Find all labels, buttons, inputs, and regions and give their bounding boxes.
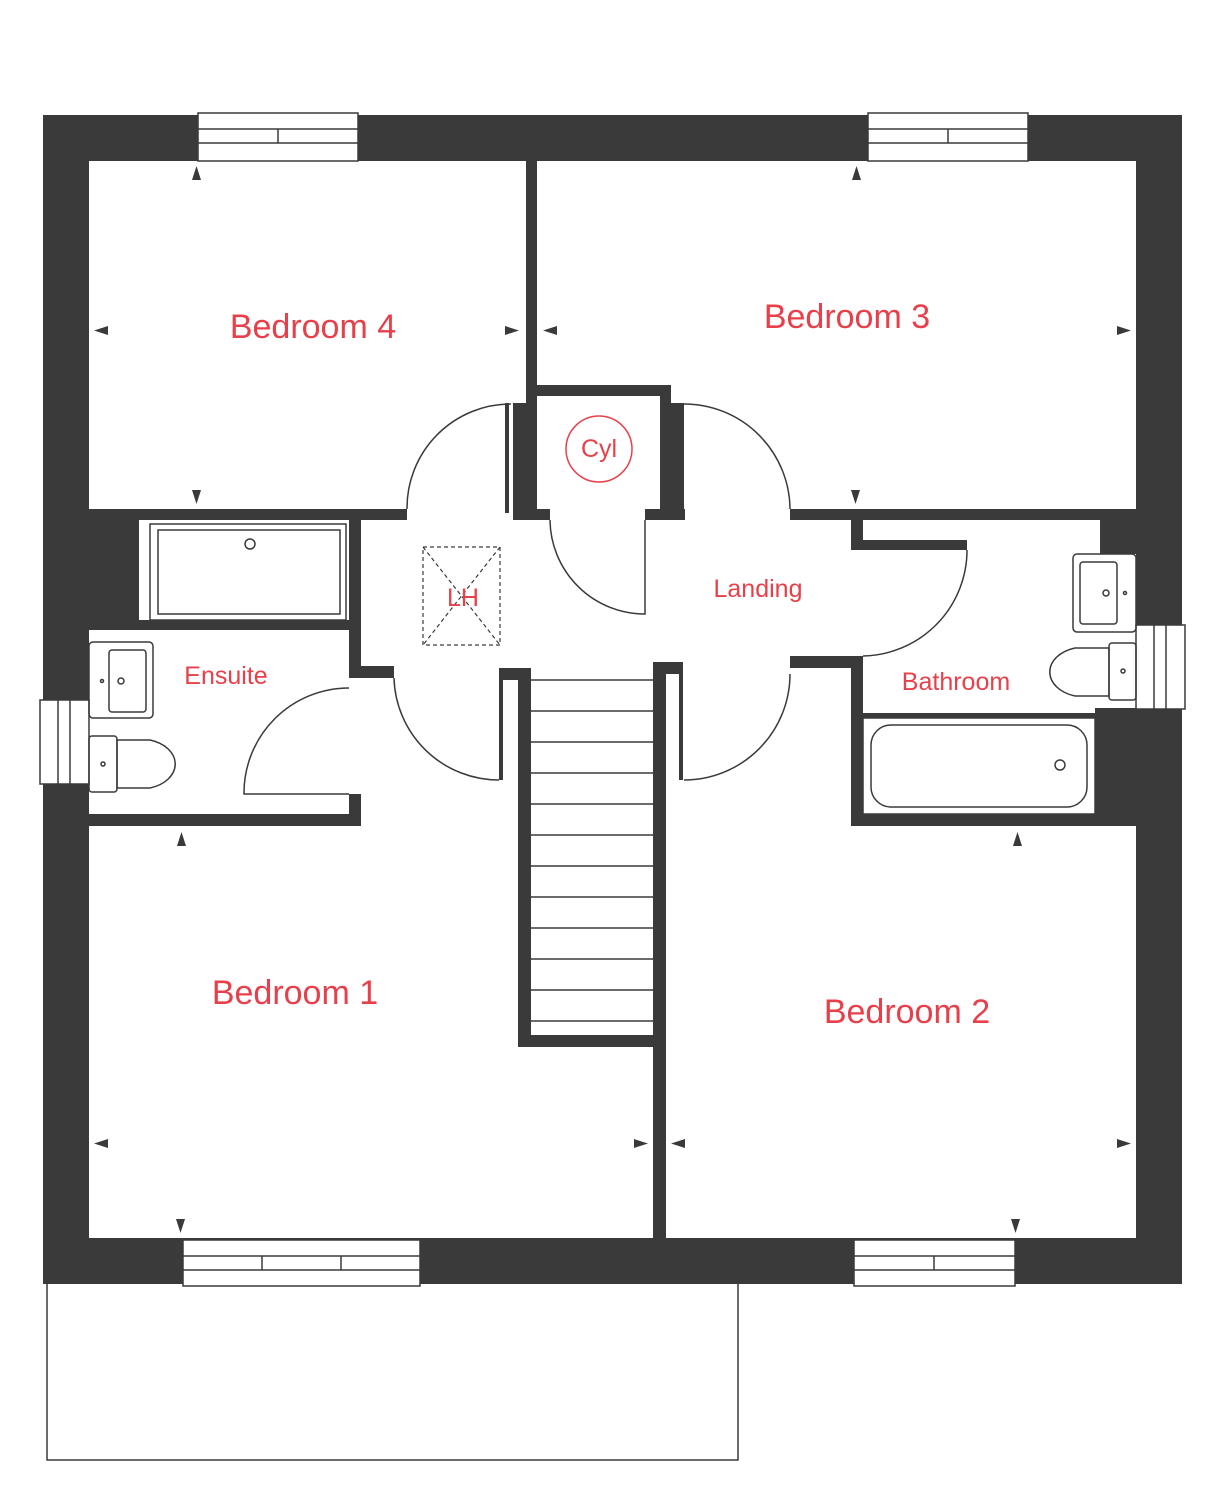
wall-bathroom-right-filler bbox=[1100, 520, 1136, 554]
door-bathroom bbox=[862, 549, 968, 657]
loft-hatch bbox=[422, 546, 501, 646]
arrow-icon bbox=[192, 166, 201, 180]
arrow-icon bbox=[1013, 832, 1022, 846]
bathroom-bath bbox=[862, 717, 1096, 815]
arrow-icon bbox=[1117, 326, 1131, 335]
wall-ensuite-right-low bbox=[349, 666, 394, 678]
arrow-icon bbox=[851, 490, 860, 504]
arrow-icon bbox=[543, 326, 557, 335]
arrow-icon bbox=[852, 166, 861, 180]
wall-stair-right bbox=[653, 662, 666, 1047]
window-bedroom-1 bbox=[182, 1239, 421, 1287]
cylinder-circle bbox=[565, 415, 633, 483]
door-swings bbox=[243, 403, 968, 795]
door-bedroom-4 bbox=[406, 403, 512, 510]
label-bathroom: Bathroom bbox=[902, 668, 1010, 696]
wall-bathroom-right-low bbox=[1095, 708, 1136, 826]
door-bedroom-1 bbox=[393, 677, 500, 781]
window-bathroom bbox=[1135, 624, 1186, 710]
label-loft-hatch: LH bbox=[447, 584, 479, 612]
wall-stair-bottom bbox=[518, 1035, 666, 1047]
window-bedroom-4 bbox=[197, 112, 359, 162]
label-ensuite: Ensuite bbox=[184, 662, 267, 690]
wall-left-filler bbox=[89, 520, 139, 628]
wall-bathroom-landing bbox=[790, 656, 851, 668]
arrow-icon bbox=[671, 1139, 685, 1148]
arrow-icon bbox=[1011, 1219, 1020, 1233]
wall-bed4-bottom-b bbox=[513, 509, 550, 520]
wall-ensuite-divider bbox=[89, 620, 349, 630]
wall-stair-left-top bbox=[499, 668, 531, 680]
label-cylinder: Cyl bbox=[581, 435, 617, 463]
wall-ensuite-bath-right bbox=[349, 520, 361, 667]
wall-cupboard-bottom bbox=[645, 509, 685, 520]
wall-stair-left bbox=[518, 668, 531, 1047]
fixtures bbox=[88, 415, 1137, 815]
door-bedroom-2 bbox=[683, 673, 791, 781]
label-bedroom-2: Bedroom 2 bbox=[824, 993, 990, 1031]
arrow-icon bbox=[176, 1219, 185, 1233]
arrow-icon bbox=[94, 1139, 108, 1148]
lower-outline bbox=[46, 1281, 739, 1461]
door-ensuite bbox=[243, 687, 350, 795]
room-labels: Bedroom 4 Bedroom 3 Bedroom 1 Bedroom 2 … bbox=[184, 298, 1010, 1031]
bathroom-basin bbox=[1072, 553, 1137, 633]
label-bedroom-1: Bedroom 1 bbox=[212, 974, 378, 1012]
wall-stair-right-top bbox=[653, 662, 683, 674]
label-landing: Landing bbox=[714, 575, 803, 603]
wall-bed4-bed3 bbox=[526, 161, 537, 513]
arrow-icon bbox=[1117, 1139, 1131, 1148]
wall-bed4-bottom bbox=[89, 509, 407, 520]
wall-bed4-stub bbox=[513, 403, 526, 513]
wall-bathroom-bottom bbox=[851, 814, 1136, 826]
walls bbox=[43, 115, 1182, 1284]
label-bedroom-3: Bedroom 3 bbox=[764, 298, 930, 336]
ensuite-basin bbox=[88, 641, 154, 719]
dimension-arrows bbox=[94, 166, 1131, 1233]
wall-bed1-bed2 bbox=[653, 1047, 666, 1238]
door-cylinder-cupboard bbox=[549, 519, 646, 615]
window-bedroom-3 bbox=[867, 112, 1029, 162]
arrow-icon bbox=[634, 1139, 648, 1148]
wall-cupboard-right bbox=[660, 385, 671, 513]
label-bedroom-4: Bedroom 4 bbox=[230, 308, 396, 346]
arrow-icon bbox=[177, 832, 186, 846]
wall-ensuite-bottom bbox=[89, 814, 361, 826]
arrow-icon bbox=[505, 326, 519, 335]
wall-bathroom-bath-top bbox=[863, 713, 1100, 718]
staircase bbox=[531, 679, 653, 1022]
window-bedroom-2 bbox=[853, 1239, 1016, 1287]
door-jambs bbox=[499, 403, 684, 780]
wall-cupboard-top bbox=[526, 385, 671, 396]
arrow-icon bbox=[94, 326, 108, 335]
window-ensuite bbox=[39, 699, 90, 785]
windows bbox=[39, 112, 1186, 1287]
wall-bathroom-left-low bbox=[851, 656, 863, 826]
arrow-icon bbox=[192, 490, 201, 504]
wall-bathroom-door-top bbox=[851, 540, 967, 550]
bathroom-toilet bbox=[1049, 642, 1137, 701]
ensuite-toilet bbox=[88, 735, 176, 793]
door-bedroom-3 bbox=[683, 403, 791, 510]
ensuite-bath bbox=[149, 523, 347, 621]
wall-bed3-bottom bbox=[790, 509, 1136, 520]
